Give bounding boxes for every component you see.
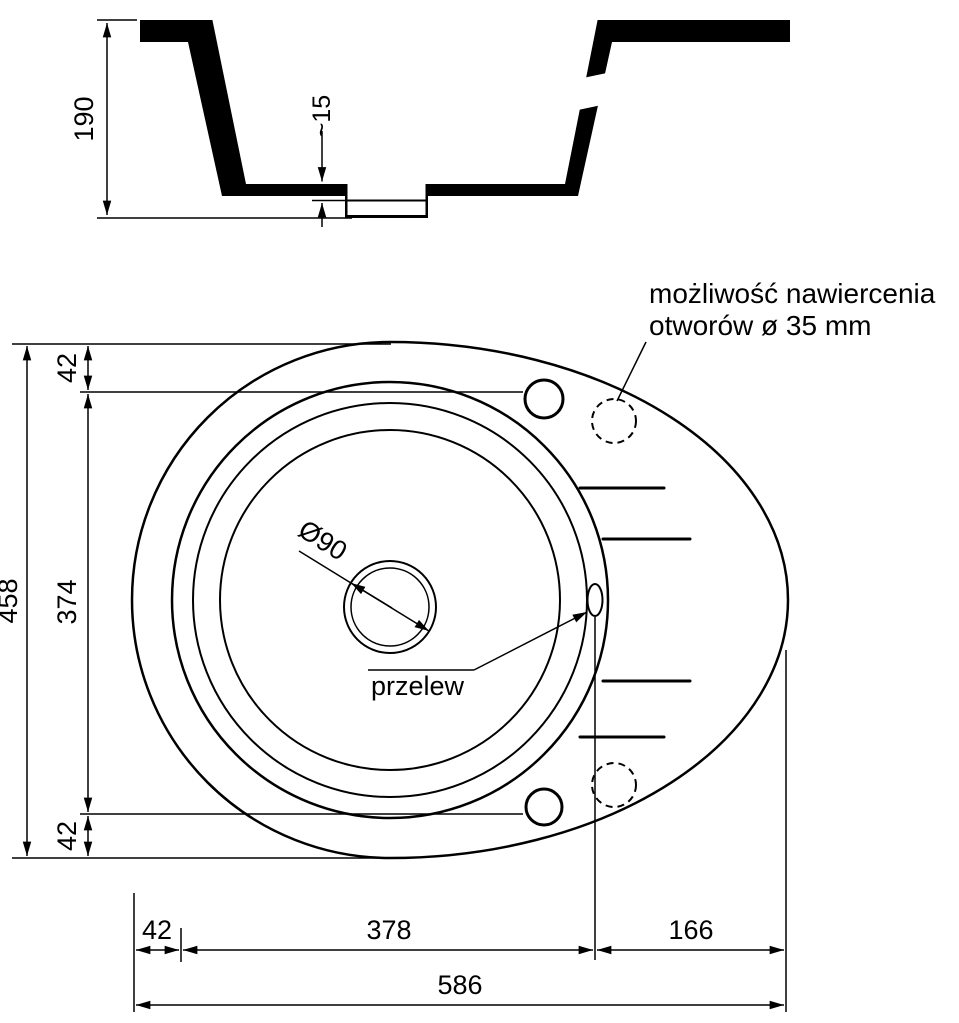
dimension-label-190: 190 <box>69 96 99 141</box>
dimension-label-378: 378 <box>366 915 411 945</box>
cross-section-view: 190 ~15 <box>69 18 790 227</box>
dimension-label-42-top: 42 <box>52 353 82 383</box>
dimension-label-drain: Ø90 <box>293 514 352 566</box>
overflow-leader <box>473 611 588 671</box>
drain-recess-outline <box>345 184 428 217</box>
faucet-hole-bottom <box>524 787 564 827</box>
overflow-label: przelew <box>371 671 465 701</box>
drill-note-line1: możliwość nawiercenia <box>649 278 936 309</box>
drill-note-leader <box>616 341 647 402</box>
drill-note-line2: otworów ø 35 mm <box>649 310 872 341</box>
dimension-label-458: 458 <box>0 578 23 623</box>
dimension-label-42-left: 42 <box>142 915 172 945</box>
bowl-rim-circle <box>192 402 588 798</box>
dimension-label-42-bottom: 42 <box>52 821 82 851</box>
overflow-slot <box>586 583 604 617</box>
left-dimensions: 458 42 374 42 <box>0 343 523 859</box>
plan-view: Ø90 przelew możliwość nawiercenia otworó… <box>130 278 936 960</box>
bowl-outer-circle <box>170 380 610 820</box>
sink-outline <box>130 340 790 860</box>
wall-break-gap <box>578 70 621 110</box>
drill-option-hole-bottom <box>591 762 637 808</box>
drill-option-hole-top <box>591 398 637 444</box>
sink-profile-cavity <box>212 18 598 184</box>
faucet-hole-top <box>523 378 565 420</box>
drain-inner-circle <box>350 567 430 647</box>
dimension-line-drain-2 <box>350 582 393 609</box>
drain-outer-circle <box>343 560 437 654</box>
dimension-label-374: 374 <box>52 579 82 624</box>
bowl-bottom-circle <box>219 429 561 771</box>
bottom-dimensions: 42 378 166 586 <box>133 650 787 1012</box>
dimension-label-step: ~15 <box>308 95 336 137</box>
dimension-label-586: 586 <box>437 970 482 1000</box>
dimension-label-166: 166 <box>668 915 713 945</box>
